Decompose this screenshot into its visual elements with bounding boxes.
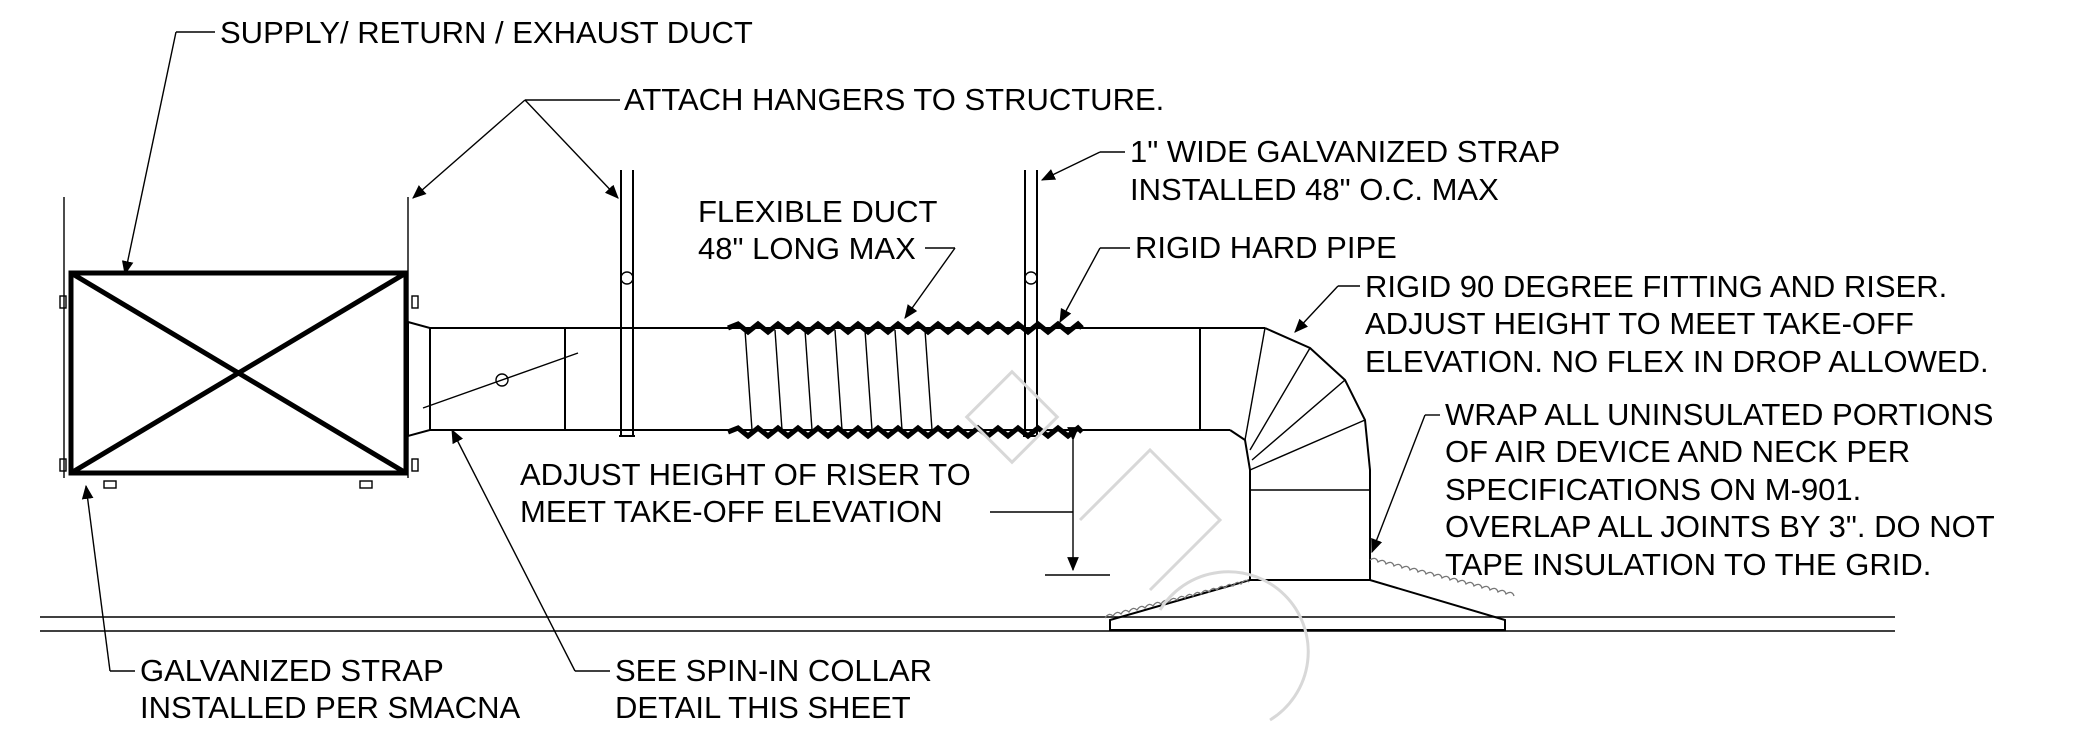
label-flex-line-1: FLEXIBLE DUCT (698, 194, 938, 229)
label-spin-line-1: SEE SPIN-IN COLLAR (615, 653, 932, 688)
elbow-fitting (1199, 327, 1371, 581)
label-riser-line-2: MEET TAKE-OFF ELEVATION (520, 494, 943, 529)
label-wrap-line-4: OVERLAP ALL JOINTS BY 3". DO NOT (1445, 509, 1995, 544)
label-strap-line-1: 1" WIDE GALVANIZED STRAP (1130, 134, 1560, 169)
label-galv-line-2: INSTALLED PER SMACNA (140, 690, 520, 725)
label-riser-line-1: ADJUST HEIGHT OF RISER TO (520, 457, 971, 492)
leaders (81, 31, 1440, 672)
riser-dimension (1045, 427, 1110, 576)
ceiling-grid (40, 616, 1895, 632)
label-spin-line-2: DETAIL THIS SHEET (615, 690, 911, 725)
label-wrap-line-2: OF AIR DEVICE AND NECK PER (1445, 434, 1910, 469)
label-fitting-line-3: ELEVATION. NO FLEX IN DROP ALLOWED. (1365, 344, 1989, 379)
duct-box (59, 197, 419, 489)
hangers (619, 170, 1039, 437)
flexible-duct (727, 320, 1084, 440)
watermark (964, 369, 1310, 722)
label-wrap-line-3: SPECIFICATIONS ON M-901. (1445, 472, 1861, 507)
label-duct-type: SUPPLY/ RETURN / EXHAUST DUCT (220, 15, 753, 50)
label-strap-line-2: INSTALLED 48" O.C. MAX (1130, 172, 1499, 207)
label-rigid-pipe: RIGID HARD PIPE (1135, 230, 1397, 265)
label-flex-line-2: 48" LONG MAX (698, 231, 916, 266)
label-galv-line-1: GALVANIZED STRAP (140, 653, 444, 688)
diffuser (1104, 557, 1515, 631)
label-fitting-line-2: ADJUST HEIGHT TO MEET TAKE-OFF (1365, 306, 1914, 341)
label-attach-hangers: ATTACH HANGERS TO STRUCTURE. (624, 82, 1164, 117)
label-fitting-line-1: RIGID 90 DEGREE FITTING AND RISER. (1365, 269, 1947, 304)
label-wrap-line-5: TAPE INSULATION TO THE GRID. (1445, 547, 1931, 582)
label-wrap-line-1: WRAP ALL UNINSULATED PORTIONS (1445, 397, 1993, 432)
spin-in-collar (407, 320, 1200, 438)
labels: SUPPLY/ RETURN / EXHAUST DUCT ATTACH HAN… (140, 15, 1995, 725)
